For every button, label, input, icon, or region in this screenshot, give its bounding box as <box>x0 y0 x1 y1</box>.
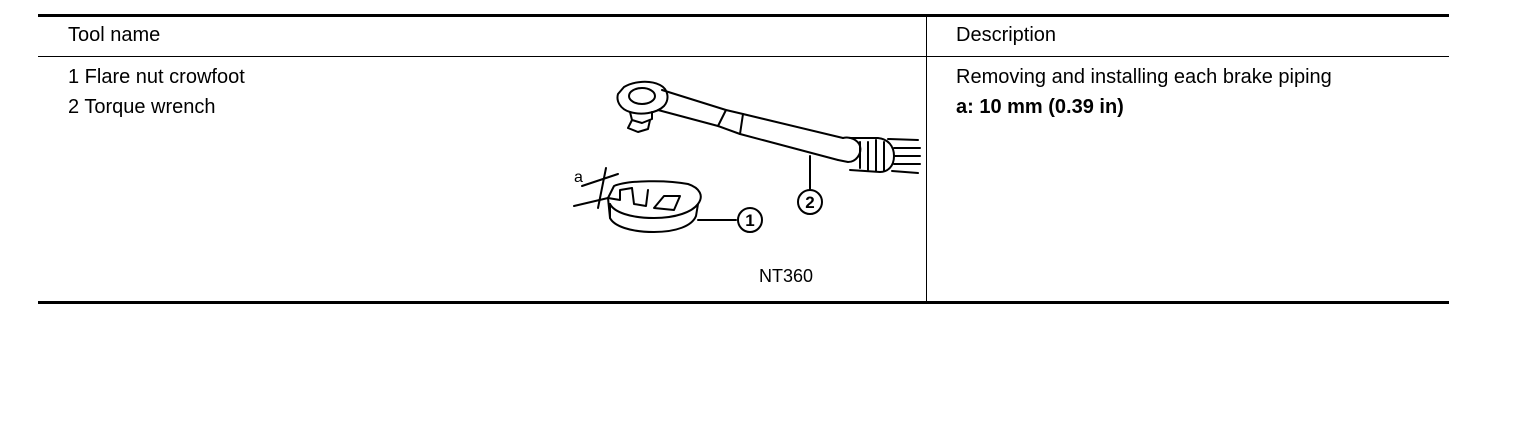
dimension-label: a <box>574 169 583 186</box>
tool-item-torque-wrench: 2 Torque wrench <box>68 96 216 118</box>
callout-1-number: 1 <box>745 211 754 230</box>
description-cell: Removing and installing each brake pipin… <box>956 62 1332 122</box>
tool-table: Tool name Description 1 Flare nut crowfo… <box>38 14 1449 304</box>
figure-code: NT360 <box>759 266 814 286</box>
torque-wrench-drawing <box>616 80 921 174</box>
header-description: Description <box>956 24 1057 46</box>
tool-list: 1 Flare nut crowfoot 2 Torque wrench <box>68 62 245 122</box>
description-text: Removing and installing each brake pipin… <box>956 66 1332 88</box>
column-divider <box>926 17 927 301</box>
flare-nut-crowfoot-drawing <box>573 167 702 233</box>
header-tool-name: Tool name <box>68 24 161 46</box>
table-header-rule <box>38 56 1449 57</box>
table-bottom-rule <box>38 301 1449 304</box>
table-top-rule <box>38 14 1449 17</box>
tool-illustration: a 2 1 <box>573 80 921 233</box>
description-spec: a: 10 mm (0.39 in) <box>956 96 1124 118</box>
callout-2-number: 2 <box>805 193 814 212</box>
tool-item-flare-nut-crowfoot: 1 Flare nut crowfoot <box>68 66 245 88</box>
